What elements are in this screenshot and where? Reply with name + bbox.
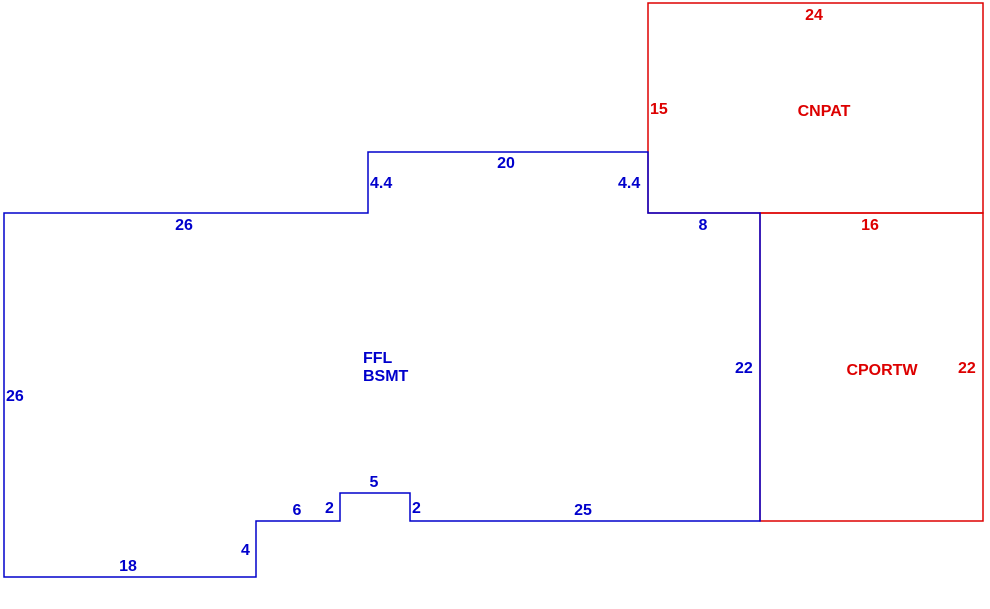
area-label-cportw: CPORTW	[846, 362, 918, 379]
dimension-bump-right: 4.4	[618, 175, 640, 192]
dimension-main-left: 26	[6, 388, 24, 405]
area-label-cnpat: CNPAT	[798, 103, 851, 120]
dimension-cnpat-left: 15	[650, 101, 668, 118]
dimension-main-bottom-right: 25	[574, 502, 592, 519]
dimension-bump-top: 20	[497, 155, 515, 172]
dimension-main-step-riser: 4	[241, 542, 250, 559]
dimension-main-bottom-left: 18	[119, 558, 137, 575]
dimension-notch-left: 2	[325, 500, 334, 517]
dimension-bump-left: 4.4	[370, 175, 392, 192]
dimension-cportw-right: 22	[958, 360, 976, 377]
dimension-main-top-left: 26	[175, 217, 193, 234]
dimension-main-top-right: 8	[699, 217, 708, 234]
dimension-cnpat-top: 24	[805, 7, 823, 24]
main-building-outline	[3, 151, 761, 578]
dimension-cportw-top: 16	[861, 217, 879, 234]
area-label-bsmt: BSMT	[363, 368, 409, 385]
area-label-ffl: FFL	[363, 350, 393, 367]
dimension-notch-top: 5	[370, 474, 379, 491]
dimension-main-step-run: 6	[293, 502, 302, 519]
dimension-notch-right: 2	[412, 500, 421, 517]
dimension-main-right: 22	[735, 360, 753, 377]
